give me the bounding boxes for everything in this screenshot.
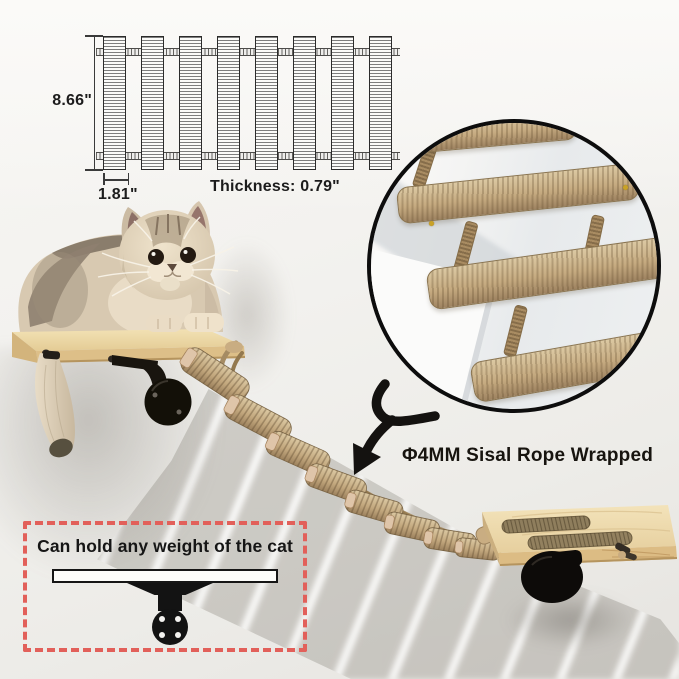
brass-screw <box>429 221 434 226</box>
rope-bridge <box>179 340 506 561</box>
cat-nose <box>167 264 177 272</box>
connecting-rope <box>502 304 529 358</box>
top-rope-rail <box>96 48 400 56</box>
bracket-diagram-stem <box>158 593 182 611</box>
bridge-slat <box>179 36 202 170</box>
bridge-slat <box>103 36 126 170</box>
bridge-rung <box>223 394 292 444</box>
bridge-slat <box>369 36 392 170</box>
bridge-slat <box>141 36 164 170</box>
bridge-rung <box>454 537 502 561</box>
width-dimension-line <box>103 179 129 181</box>
rope-wrapped-rung-closeup <box>395 162 641 225</box>
sisal-strip <box>501 515 591 534</box>
shelf-diagram-bar <box>52 569 278 583</box>
screw-hole <box>159 616 165 622</box>
spec-diagram: 8.66" 1.81" Thickness: 0.79" <box>40 26 405 212</box>
bridge-slat <box>255 36 278 170</box>
zoom-circle-inset <box>367 119 661 413</box>
cat-whiskers <box>97 216 239 297</box>
claim-text: Can hold any weight of the cat <box>37 536 293 556</box>
bridge-slat <box>293 36 316 170</box>
bridge-slat <box>217 36 240 170</box>
screw-hole <box>159 632 165 638</box>
cat-paws <box>146 313 224 332</box>
pipe-bracket <box>42 350 192 426</box>
claim-box: Can hold any weight of the cat <box>23 521 307 652</box>
slat-row <box>103 36 392 170</box>
cat-head <box>97 201 239 300</box>
sisal-strip <box>527 531 633 550</box>
cat-eye <box>148 249 164 265</box>
rope-wrapped-rung-closeup <box>468 327 657 404</box>
rope-wrapped-rung-closeup <box>400 123 578 155</box>
dimension-tick <box>85 169 103 171</box>
rope-spec-label: Φ4MM Sisal Rope Wrapped <box>402 445 654 466</box>
brass-screw <box>623 185 628 190</box>
screw-hole <box>175 632 181 638</box>
curved-arrow-icon <box>353 379 440 475</box>
rope-end-fray <box>615 542 637 561</box>
cat-eye <box>180 247 196 263</box>
dimension-tick <box>85 35 103 37</box>
landing-pipe-bracket <box>521 549 583 603</box>
height-dimension-line <box>94 36 95 170</box>
width-dimension-label: 1.81" <box>98 186 138 203</box>
bridge-slat <box>331 36 354 170</box>
landing-shelf <box>475 505 677 603</box>
thickness-label: Thickness: 0.79" <box>210 178 340 195</box>
cat-tail <box>35 353 75 458</box>
bracket-diagram-flange <box>152 609 188 645</box>
landing-bracket-shadow <box>505 592 635 648</box>
height-dimension-label: 8.66" <box>52 92 92 109</box>
bottom-rope-rail <box>96 152 400 160</box>
screw-hole <box>175 616 181 622</box>
bracket-diagram-plate <box>127 583 213 595</box>
bridge-rung <box>179 347 250 403</box>
